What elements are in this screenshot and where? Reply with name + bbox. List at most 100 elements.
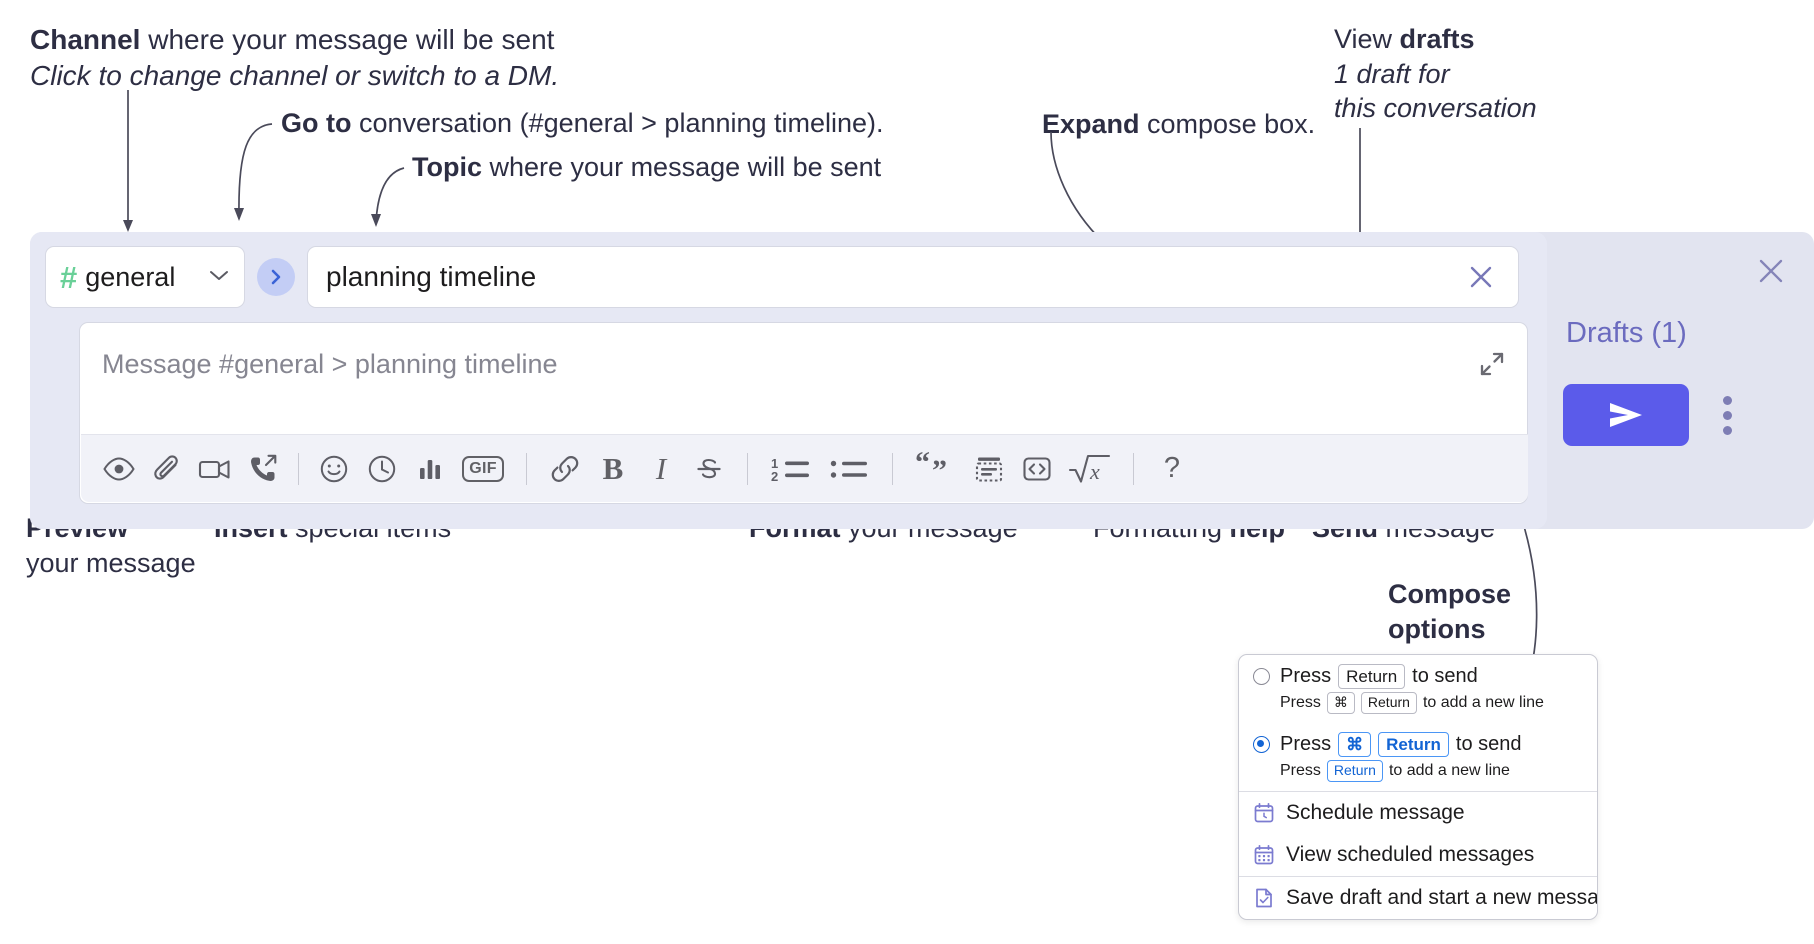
- annotation-drafts-plain: View: [1334, 24, 1400, 54]
- formatting-toolbar: GIF B I: [81, 434, 1528, 502]
- go-to-conversation-button[interactable]: [257, 258, 295, 296]
- topic-clear-icon[interactable]: [1460, 256, 1502, 298]
- send-button[interactable]: [1563, 384, 1689, 446]
- annotation-expand-bold: Expand: [1042, 109, 1140, 139]
- strikethrough-icon: [697, 458, 721, 478]
- key-command-selected: ⌘: [1338, 731, 1372, 757]
- calendar-grid-icon: [1253, 844, 1275, 866]
- annotation-drafts-italic2: this conversation: [1334, 93, 1537, 124]
- annotation-expand-rest: compose box.: [1139, 109, 1316, 139]
- help-button[interactable]: ?: [1148, 445, 1196, 493]
- italic-button[interactable]: I: [637, 445, 685, 493]
- menu-divider-2: [1239, 875, 1597, 877]
- close-icon[interactable]: [1750, 250, 1792, 297]
- radio-selected-icon[interactable]: [1253, 735, 1270, 753]
- menu-option2-sub-post: to add a new line: [1388, 761, 1510, 779]
- menu-item-view-scheduled-messages[interactable]: View scheduled messages: [1239, 834, 1597, 876]
- message-input-area[interactable]: Message #general > planning timeline: [79, 322, 1528, 504]
- annotation-drafts: View drafts 1 draft for this conversatio…: [1334, 22, 1537, 126]
- italic-icon: I: [655, 450, 667, 486]
- compose-options-menu: Press Return to send Press ⌘ Return to a…: [1238, 654, 1598, 920]
- blockquote-button[interactable]: “ ”: [907, 445, 965, 493]
- menu-item-schedule-message[interactable]: Schedule message: [1239, 792, 1597, 834]
- reminder-button[interactable]: [358, 445, 406, 493]
- menu-option2-post: to send: [1455, 732, 1522, 755]
- chevron-right-icon: [271, 269, 281, 285]
- svg-text:2: 2: [771, 469, 778, 484]
- bullet-list-button[interactable]: [820, 445, 878, 493]
- annotation-drafts-bold: drafts: [1399, 24, 1475, 54]
- math-button[interactable]: x: [1061, 445, 1119, 493]
- inline-code-button[interactable]: [1013, 445, 1061, 493]
- gif-button[interactable]: GIF: [454, 445, 512, 493]
- menu-item-label: View scheduled messages: [1286, 842, 1535, 866]
- menu-item-label: Schedule message: [1286, 800, 1465, 824]
- clock-icon: [368, 455, 396, 482]
- ordered-list-button[interactable]: 1 2: [762, 445, 820, 493]
- annotation-goto: Go to conversation (#general > planning …: [281, 106, 884, 141]
- square-root-icon: x: [1068, 454, 1111, 484]
- emoji-button[interactable]: [310, 445, 358, 493]
- menu-item-save-draft[interactable]: Save draft and start a new message: [1239, 877, 1597, 919]
- compose-right-panel: Drafts (1): [1547, 232, 1814, 529]
- topic-input[interactable]: planning timeline: [307, 246, 1519, 308]
- audio-clip-button[interactable]: [239, 445, 287, 493]
- bold-button[interactable]: B: [589, 445, 637, 493]
- video-clip-button[interactable]: [191, 445, 239, 493]
- channel-name-label: general: [85, 261, 176, 292]
- menu-option2-pre: Press: [1280, 732, 1332, 755]
- annotation-channel-bold: Channel: [30, 24, 141, 55]
- document-check-icon: [1253, 887, 1275, 909]
- key-return-selected: Return: [1378, 731, 1449, 757]
- more-options-icon-dot2: [1722, 410, 1732, 420]
- menu-radio-option-cmd-return[interactable]: Press ⌘ Return to send: [1239, 723, 1597, 759]
- bar-chart-icon: [420, 459, 440, 479]
- emoji-smiley-icon: [320, 455, 348, 482]
- annotation-topic-rest: where your message will be sent: [482, 152, 882, 182]
- link-button[interactable]: [541, 445, 589, 493]
- separator-3: [747, 452, 748, 485]
- compose-main-panel: # general planning timeline Message #gen…: [30, 232, 1547, 529]
- poll-button[interactable]: [406, 445, 454, 493]
- code-block-button[interactable]: [965, 445, 1013, 493]
- code-brackets-icon: [1023, 456, 1051, 481]
- quote-icon: “ ”: [915, 452, 947, 486]
- menu-option1-sub-post: to add a new line: [1422, 694, 1544, 711]
- svg-text:”: ”: [932, 454, 947, 486]
- paperclip-icon: [154, 454, 178, 480]
- radio-unselected-icon[interactable]: [1253, 668, 1270, 686]
- channel-selector-button[interactable]: # general: [45, 246, 245, 308]
- more-options-icon-dot3: [1722, 425, 1732, 435]
- message-placeholder: Message #general > planning timeline: [102, 349, 558, 379]
- menu-option2-subtext: Press Return to add a new line: [1239, 759, 1597, 791]
- annotation-channel-italic: Click to change channel or switch to a D…: [30, 59, 560, 91]
- drafts-link[interactable]: Drafts (1): [1566, 317, 1687, 349]
- compose-options-button[interactable]: [1707, 392, 1747, 438]
- menu-divider-1: [1239, 790, 1597, 792]
- phone-arrow-icon: [251, 454, 277, 481]
- expand-icon[interactable]: [1473, 345, 1511, 388]
- svg-text:“: “: [915, 452, 930, 479]
- attach-button[interactable]: [143, 445, 191, 493]
- menu-option1-post: to send: [1412, 665, 1478, 688]
- chevron-down-icon: [208, 267, 230, 287]
- compose-header-row: # general planning timeline: [45, 246, 1519, 308]
- svg-text:1: 1: [771, 456, 778, 471]
- strikethrough-button[interactable]: [685, 445, 733, 493]
- menu-option2-sub-pre: Press: [1280, 761, 1321, 779]
- separator-4: [892, 452, 893, 485]
- key-command: ⌘: [1326, 692, 1355, 714]
- calendar-clock-icon: [1253, 802, 1275, 824]
- eye-icon: [103, 456, 135, 481]
- menu-radio-option-return[interactable]: Press Return to send: [1239, 655, 1597, 691]
- gif-icon: GIF: [462, 455, 504, 482]
- annotation-topic-bold: Topic: [412, 152, 482, 182]
- topic-value: planning timeline: [326, 261, 537, 292]
- compose-widget: # general planning timeline Message #gen…: [30, 232, 1814, 529]
- menu-option1-sub-pre: Press: [1280, 694, 1321, 711]
- hash-icon: #: [60, 259, 77, 295]
- preview-button[interactable]: [95, 445, 143, 493]
- svg-text:x: x: [1089, 459, 1100, 484]
- bold-icon: B: [602, 450, 624, 486]
- annotation-compose-bold1: Compose: [1388, 579, 1512, 609]
